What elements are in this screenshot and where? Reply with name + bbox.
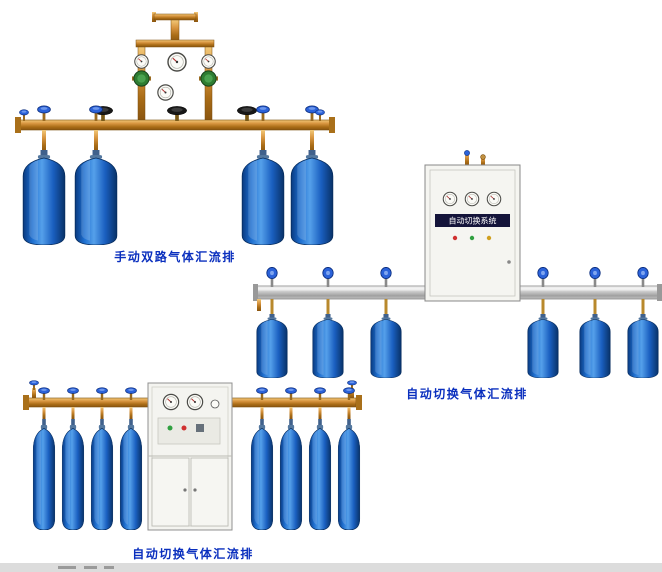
valve-knob-icon <box>537 267 549 287</box>
indicator-light-red <box>181 425 187 431</box>
cylinder-drop-stems <box>42 407 351 419</box>
valve-knob-icon <box>37 105 51 121</box>
valve-knob-icon <box>380 267 392 287</box>
gas-cylinder <box>22 150 66 245</box>
regulator-icon <box>132 70 151 87</box>
valve-knob-icon <box>256 105 270 121</box>
gas-cylinder <box>119 419 143 530</box>
door-handle <box>183 488 187 492</box>
indicator-light-red <box>452 235 458 241</box>
regulator-icon <box>199 70 218 87</box>
pressure-regulators <box>132 70 218 87</box>
valve-knob-icon <box>637 267 649 287</box>
cylinder-drop-stems <box>270 299 645 314</box>
pressure-gauge-icon <box>157 84 174 101</box>
valve-knob-icon <box>589 267 601 287</box>
gas-cylinder <box>250 419 274 530</box>
control-cabinet: 自动切换系统 <box>424 150 521 302</box>
valve-knob-icon <box>464 150 470 156</box>
door-handle <box>193 488 197 492</box>
indicator-light-green <box>469 235 475 241</box>
pressure-gauge-icon <box>201 54 216 69</box>
pressure-gauge-icon <box>464 191 480 207</box>
manifold-pipe <box>15 117 335 133</box>
indicator-light-amber <box>486 235 492 241</box>
small-dial-icon <box>210 399 220 409</box>
gas-cylinder <box>579 314 611 378</box>
control-cabinet <box>147 382 233 531</box>
valve-knob-icon <box>29 380 39 390</box>
product-manual-dual-manifold: 手动双路气体汇流排 <box>10 8 340 264</box>
handwheel-icon <box>166 106 188 121</box>
shutoff-handwheels <box>92 106 258 121</box>
cylinder-drop-stems <box>42 130 314 152</box>
bottom-strip-mark <box>104 566 114 569</box>
auto-switch-manifold-illustration: 自动切换系统 <box>253 150 662 378</box>
auto-switch-floor-manifold-illustration <box>23 380 362 531</box>
valve-knob-icon <box>322 267 334 287</box>
page-bottom-strip <box>0 563 662 572</box>
pressure-gauge-icon <box>162 393 180 411</box>
gas-cylinders <box>256 314 659 378</box>
product-caption: 自动切换气体汇流排 <box>132 547 254 561</box>
bottom-strip-mark <box>84 566 97 569</box>
bottom-strip-mark <box>58 566 76 569</box>
pressure-gauge-icon <box>186 393 204 411</box>
gas-cylinder <box>337 419 361 530</box>
gas-cylinder <box>312 314 344 378</box>
pressure-gauge-icon <box>442 191 458 207</box>
gas-cylinder <box>256 314 288 378</box>
gas-cylinder <box>90 419 114 530</box>
gas-cylinder <box>279 419 303 530</box>
cabinet-lock <box>507 260 511 264</box>
product-caption: 自动切换气体汇流排 <box>406 387 528 401</box>
gas-cylinder <box>627 314 659 378</box>
gas-cylinder <box>74 150 118 245</box>
gas-cylinder <box>527 314 559 378</box>
valve-knob-icon <box>266 267 278 287</box>
gas-cylinder <box>370 314 402 378</box>
pressure-gauge-icon <box>167 52 187 72</box>
valve-knob-icon <box>315 109 325 121</box>
cabinet-door-right <box>190 457 229 527</box>
cabinet-panel <box>157 417 221 445</box>
product-auto-switch-manifold-floor: 自动切换气体汇流排 <box>20 378 366 561</box>
product-caption: 手动双路气体汇流排 <box>114 250 236 264</box>
handwheel-icon <box>236 106 258 121</box>
pressure-gauge-icon <box>486 191 502 207</box>
gas-cylinder <box>32 419 56 530</box>
gas-cylinder <box>61 419 85 530</box>
indicator-light-green <box>167 425 173 431</box>
cabinet-panel-label: 自动切换系统 <box>449 216 497 226</box>
manual-dual-manifold-illustration <box>15 12 335 245</box>
cabinet-door-left <box>151 457 190 527</box>
pressure-gauge-icon <box>134 54 149 69</box>
panel-switch <box>196 424 204 432</box>
product-auto-switch-manifold-wall: 自动切换系统 自动切换气体汇流排 <box>253 150 662 401</box>
gas-cylinder <box>308 419 332 530</box>
